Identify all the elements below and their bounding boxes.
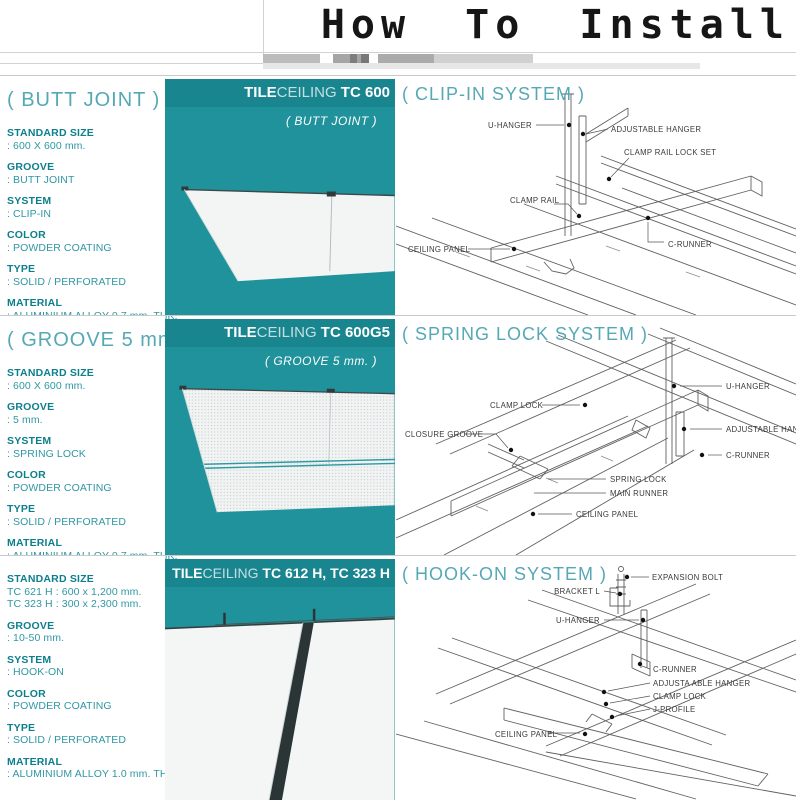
- brand-bold: TILE: [224, 324, 257, 341]
- label-ceiling-panel: CEILING PANEL: [576, 510, 639, 519]
- label-c-runner: C-RUNNER: [653, 665, 697, 674]
- spec-item: COLOR: POWDER COATING: [7, 469, 112, 494]
- section-groove-5mm: ( GROOVE 5 mm. ) STANDARD SIZE: 600 X 60…: [0, 315, 796, 562]
- spec-item: COLOR: POWDER COATING: [7, 229, 112, 254]
- label-ceiling-panel: CEILING PANEL: [408, 245, 471, 254]
- clip-in-diagram: U-HANGER ADJUSTABLE HANGER CLAMP RAIL LO…: [396, 93, 796, 315]
- panel-subtitle: ( BUTT JOINT ): [286, 114, 377, 128]
- product-panel: TILECEILING TC 612 H, TC 323 H: [165, 559, 395, 800]
- model-code: TC 600: [336, 84, 390, 101]
- brand-bold: TILE: [172, 565, 203, 581]
- spec-list: STANDARD SIZE: 600 X 600 mm. GROOVE: BUT…: [7, 127, 178, 322]
- diagram-header: ( SPRING LOCK SYSTEM ): [402, 324, 649, 344]
- panel-title: TILECEILING TC 600: [165, 79, 395, 107]
- decor-bar: [263, 63, 700, 69]
- page-title: How To Install: [320, 2, 790, 48]
- label-c-runner: C-RUNNER: [668, 240, 712, 249]
- spec-column: STANDARD SIZE TC 621 H : 600 x 1,200 mm.…: [0, 556, 178, 800]
- label-clamp-lock: CLAMP LOCK: [653, 692, 707, 701]
- product-photo: [181, 186, 395, 282]
- spec-item: SYSTEM: SPRING LOCK: [7, 435, 86, 460]
- leader-dots: [511, 122, 651, 252]
- spec-list: STANDARD SIZE: 600 X 600 mm. GROOVE: 5 m…: [7, 367, 178, 562]
- spec-list: STANDARD SIZE TC 621 H : 600 x 1,200 mm.…: [7, 573, 178, 781]
- decor-segment-bar: [263, 54, 533, 63]
- spec-item: TYPE: SOLID / PERFORATED: [7, 721, 127, 747]
- leader-lines: [548, 576, 651, 734]
- spec-header: ( BUTT JOINT ): [7, 89, 161, 111]
- product-photo: [165, 608, 395, 800]
- label-adjustable-hanger: ADJUSTABLE HANGER: [611, 125, 701, 134]
- header-left-rule: [0, 63, 263, 64]
- spec-item: GROOVE: BUTT JOINT: [7, 161, 75, 186]
- spring-lock-diagram: CLAMP LOCK CLOSURE GROOVE U-HANGER ADJUS…: [396, 327, 796, 555]
- panel-subtitle: ( GROOVE 5 mm. ): [264, 354, 377, 368]
- spec-item: GROOVE: 5 mm.: [7, 401, 55, 426]
- label-clamp-rail: CLAMP RAIL: [510, 196, 560, 205]
- spec-column: ( GROOVE 5 mm. ) STANDARD SIZE: 600 X 60…: [0, 316, 197, 562]
- leader-lines: [468, 124, 664, 250]
- diagram-header: ( HOOK-ON SYSTEM ): [402, 564, 608, 584]
- diagram-lines: [396, 566, 796, 800]
- label-bracket-l: BRACKET L: [554, 587, 600, 596]
- header-vertical-rule: [263, 0, 264, 63]
- model-code: TC 612 H, TC 323 H: [258, 565, 390, 581]
- brand-bold: TILE: [244, 84, 277, 101]
- spec-item: COLOR: POWDER COATING: [7, 687, 112, 713]
- spec-item: STANDARD SIZE TC 621 H : 600 x 1,200 mm.…: [7, 573, 142, 610]
- diagram-column: ( HOOK-ON SYSTEM ): [396, 556, 796, 800]
- label-adjustable-hanger: ADJUSTABLE HANGER: [726, 425, 796, 434]
- brand-light: CEILING: [256, 324, 317, 341]
- leader-dots: [582, 574, 646, 737]
- label-u-hanger: U-HANGER: [726, 382, 770, 391]
- spec-item: MATERIAL: ALUMINIUM ALLOY 1.0 mm. THK.: [7, 755, 178, 781]
- product-panel: TILECEILING TC 600G5 ( GROOVE 5 mm. ): [165, 319, 395, 555]
- label-u-hanger: U-HANGER: [556, 616, 600, 625]
- leader-lines: [464, 385, 722, 515]
- label-expansion-bolt: EXPANSION BOLT: [652, 573, 723, 582]
- diagram-lines: [396, 327, 796, 555]
- product-photo: [179, 385, 395, 513]
- label-c-runner: C-RUNNER: [726, 451, 770, 460]
- header-rule: [0, 52, 796, 53]
- label-j-profile: J-PROFILE: [653, 705, 696, 714]
- panel-title: TILECEILING TC 600G5: [165, 319, 395, 347]
- section-butt-joint: ( BUTT JOINT ) STANDARD SIZE: 600 X 600 …: [0, 75, 796, 322]
- label-adjustable-hanger: ADJUSTA ABLE HANGER: [653, 679, 750, 688]
- label-spring-lock: SPRING LOCK: [610, 475, 667, 484]
- product-panel: TILECEILING TC 600 ( BUTT JOINT ): [165, 79, 395, 315]
- label-clamp-lock: CLAMP LOCK: [490, 401, 544, 410]
- panel-title: TILECEILING TC 612 H, TC 323 H: [165, 559, 395, 587]
- spec-item: STANDARD SIZE: 600 X 600 mm.: [7, 127, 94, 152]
- spec-header: ( GROOVE 5 mm. ): [7, 329, 197, 351]
- brand-light: CEILING: [276, 84, 337, 101]
- spec-item: SYSTEM: HOOK-ON: [7, 653, 64, 679]
- diagram-column: ( SPRING LOCK SYSTEM ): [396, 316, 796, 555]
- label-closure-groove: CLOSURE GROOVE: [405, 430, 483, 439]
- spec-item: STANDARD SIZE: 600 X 600 mm.: [7, 367, 94, 392]
- label-clamp-rail-lock-set: CLAMP RAIL LOCK SET: [624, 148, 716, 157]
- diagram-header: ( CLIP-IN SYSTEM ): [402, 84, 586, 104]
- diagram-lines: [396, 93, 796, 315]
- section-hook-on: STANDARD SIZE TC 621 H : 600 x 1,200 mm.…: [0, 555, 796, 800]
- label-u-hanger: U-HANGER: [488, 121, 532, 130]
- model-code: TC 600G5: [316, 324, 390, 341]
- brand-light: CEILING: [202, 565, 259, 581]
- hook-on-diagram: EXPANSION BOLT BRACKET L U-HANGER C-RUNN…: [396, 566, 796, 800]
- spec-item: TYPE: SOLID / PERFORATED: [7, 263, 127, 288]
- spec-item: SYSTEM: CLIP-IN: [7, 195, 52, 220]
- spec-column: ( BUTT JOINT ) STANDARD SIZE: 600 X 600 …: [0, 76, 178, 322]
- leader-dots: [508, 383, 705, 517]
- spec-item: TYPE: SOLID / PERFORATED: [7, 503, 127, 528]
- label-ceiling-panel: CEILING PANEL: [495, 730, 558, 739]
- diagram-column: ( CLIP-IN SYSTEM ): [396, 76, 796, 315]
- label-main-runner: MAIN RUNNER: [610, 489, 668, 498]
- spec-item: GROOVE: 10-50 mm.: [7, 619, 65, 645]
